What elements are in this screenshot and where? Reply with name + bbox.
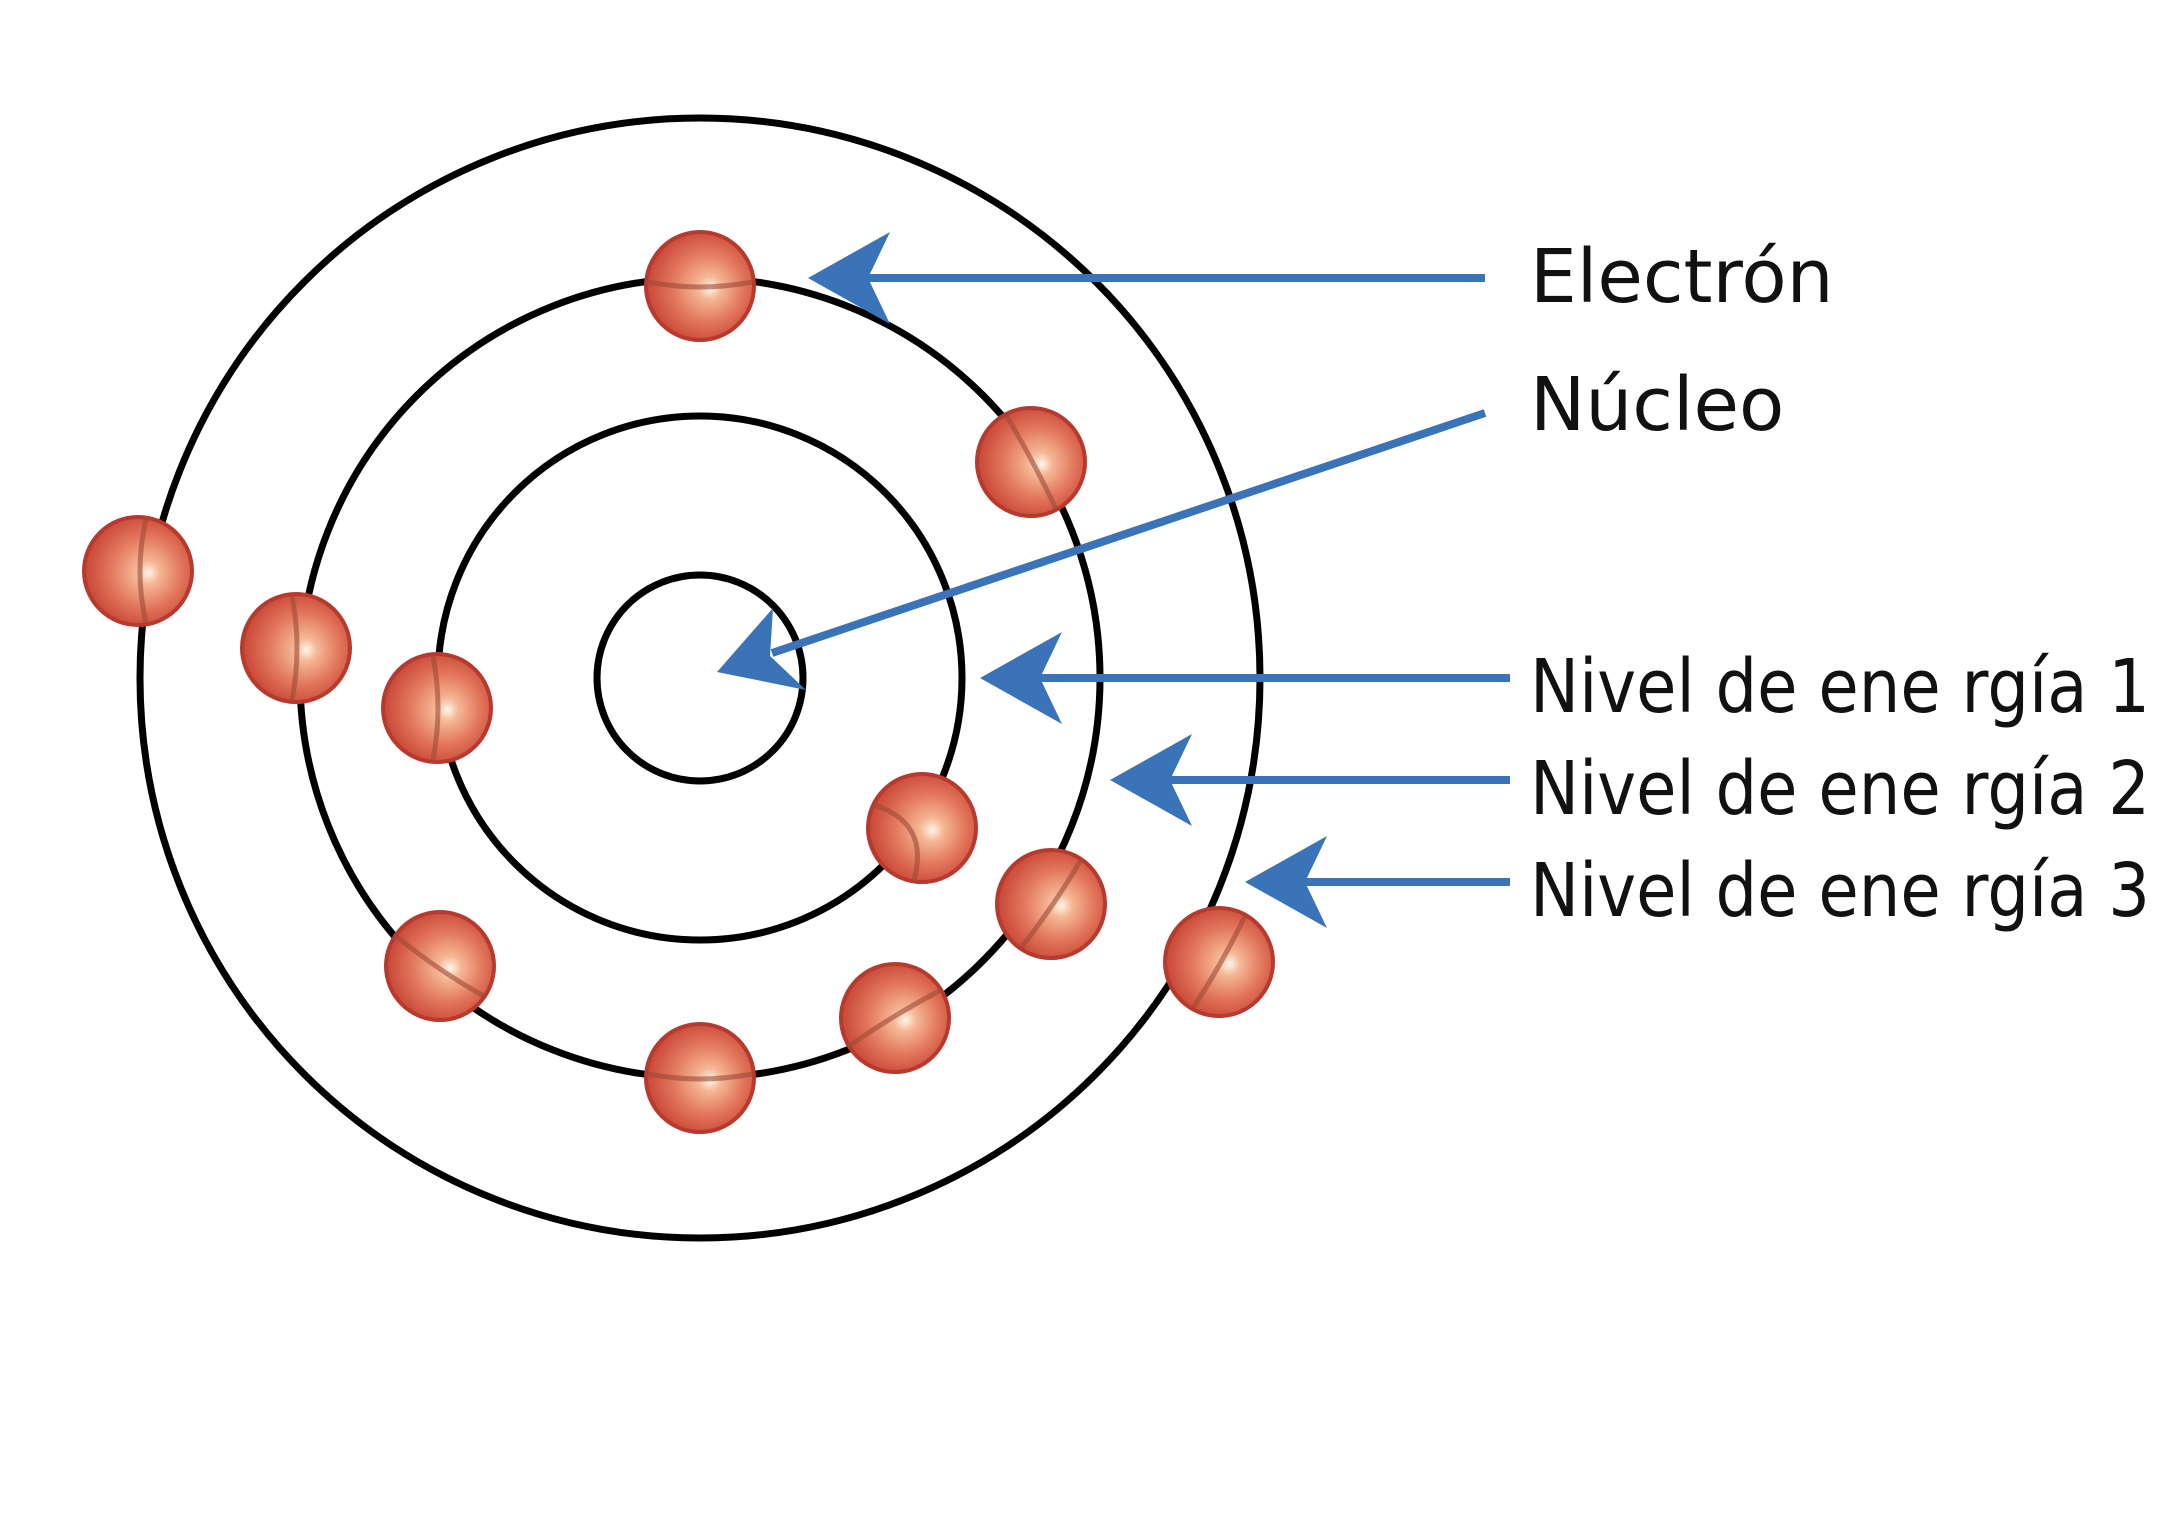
arrow-electron	[808, 232, 1485, 324]
electron	[644, 1022, 756, 1134]
label-level-2: Nivel de ene rgía 2	[1530, 746, 2150, 832]
arrows	[717, 232, 1510, 928]
arrow-level-2	[1110, 734, 1510, 826]
label-electron: Electrón	[1530, 234, 1834, 320]
electron	[995, 848, 1107, 960]
electron	[975, 406, 1087, 518]
arrow-level-3	[1245, 836, 1510, 928]
label-level-1: Nivel de ene rgía 1	[1530, 644, 2150, 730]
arrow-level-1	[980, 632, 1510, 724]
electron	[384, 910, 496, 1022]
electron	[866, 772, 978, 884]
electron	[82, 515, 194, 627]
label-nucleus: Núcleo	[1530, 362, 1784, 448]
electrons	[82, 230, 1275, 1134]
electron	[1163, 906, 1275, 1018]
nucleus-circle	[593, 571, 807, 785]
label-level-3: Nivel de ene rgía 3	[1530, 848, 2150, 934]
labels: Electrón Núcleo Nivel de ene rgía 1 Nive…	[1530, 234, 2150, 934]
electron	[240, 592, 352, 704]
electron	[381, 652, 493, 764]
electron	[644, 230, 756, 342]
arrow-nucleus	[717, 409, 1487, 690]
electron	[839, 962, 951, 1074]
